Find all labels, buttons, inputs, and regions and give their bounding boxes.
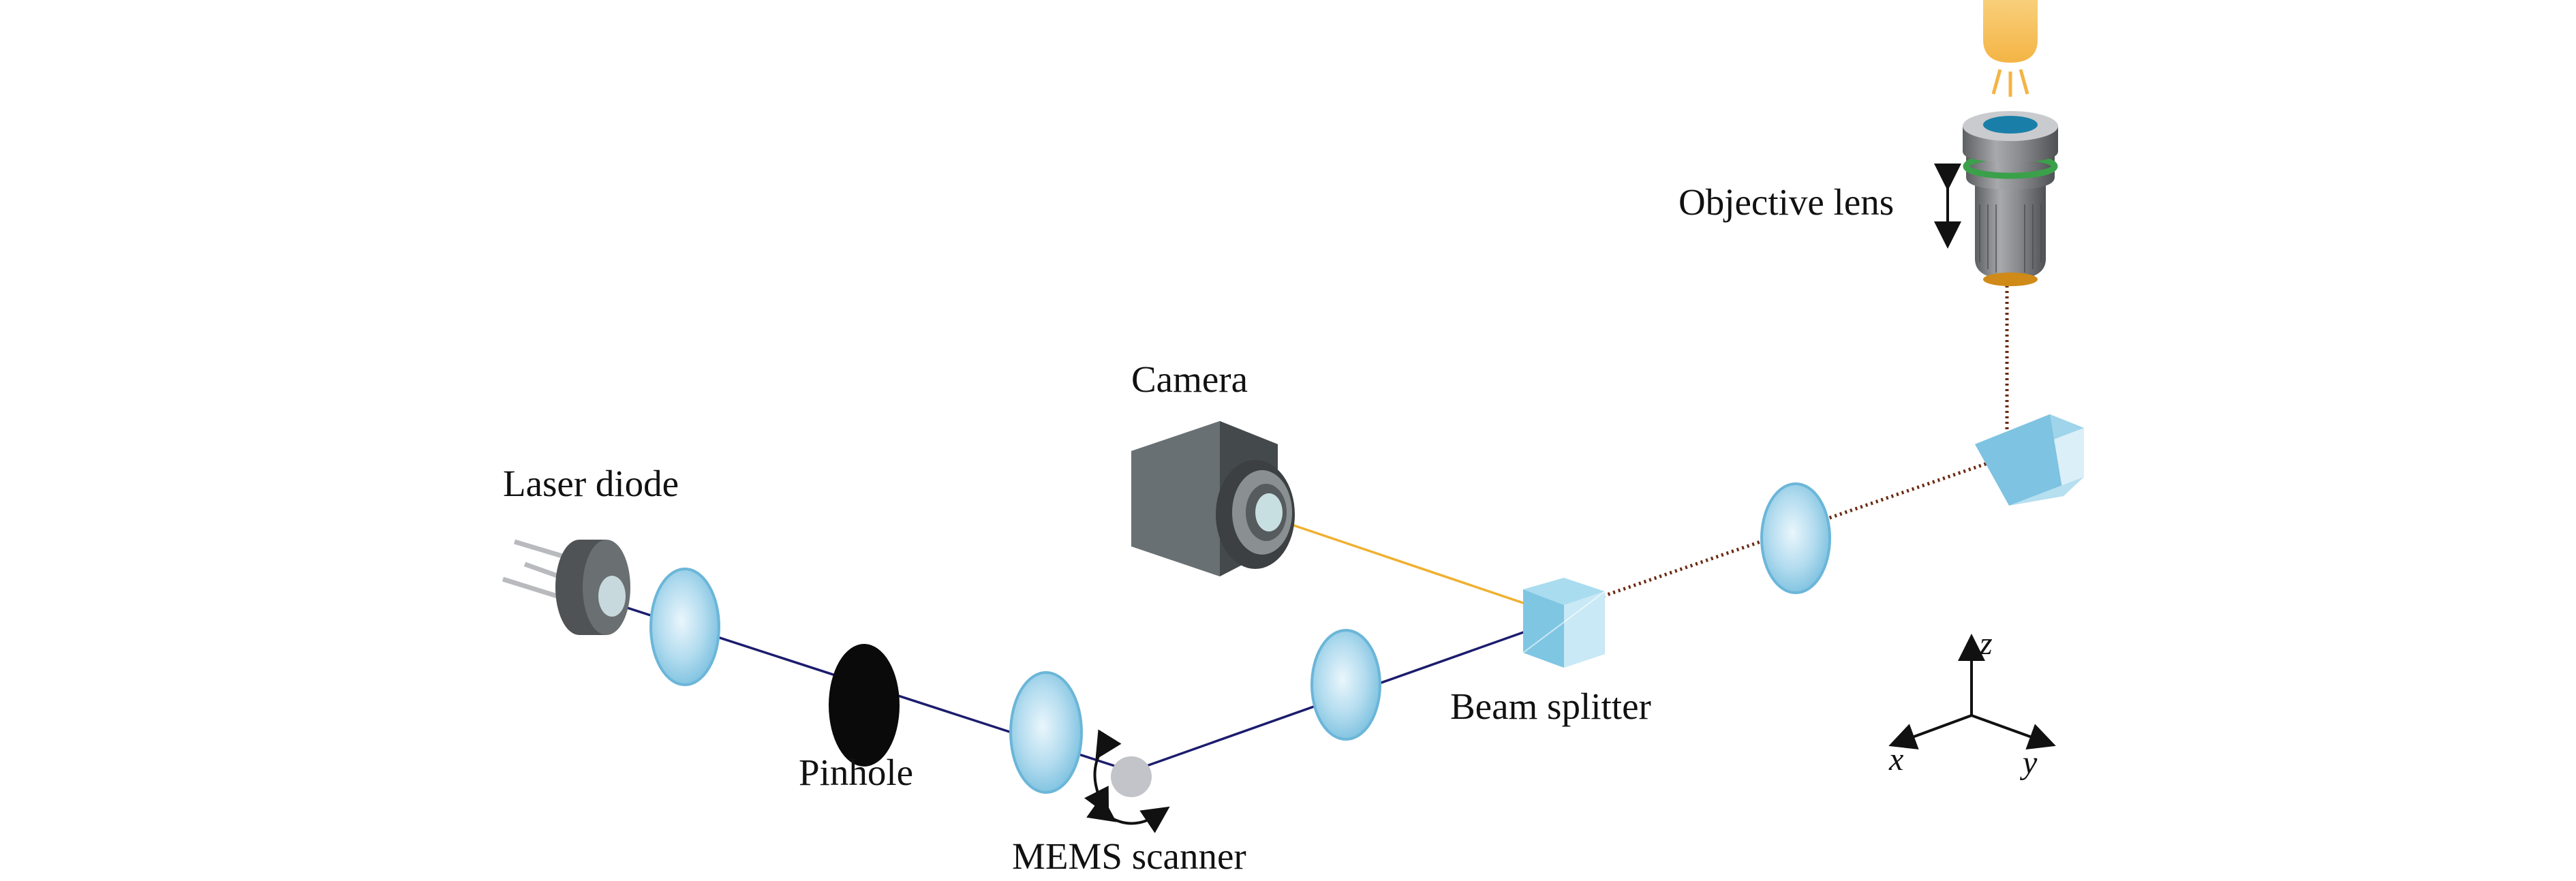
laser-beam-path	[616, 603, 1549, 773]
x-axis	[1888, 714, 1972, 749]
pinhole	[829, 644, 900, 767]
light-source-icon	[1983, 0, 2038, 97]
coordinate-axes: z x y	[1888, 625, 2056, 781]
mems-rotation-arrow-horizontal	[1086, 795, 1170, 833]
beam-splitter-icon	[1522, 578, 1606, 668]
prism-mirror-icon	[1975, 414, 2084, 506]
camera-beam	[1257, 512, 1544, 611]
z-axis-label: z	[1979, 625, 1993, 662]
label-camera: Camera	[1131, 358, 1248, 400]
label-beam-splitter: Beam splitter	[1450, 685, 1651, 727]
lens-tube	[1760, 482, 1831, 594]
mems-scanner-icon	[1084, 729, 1170, 833]
y-axis	[1971, 714, 2056, 750]
label-mems-scanner: MEMS scanner	[1012, 835, 1246, 877]
label-laser-diode: Laser diode	[503, 463, 679, 504]
label-objective-lens: Objective lens	[1678, 181, 1894, 223]
camera-icon	[1131, 421, 1295, 576]
laser-diode-icon	[502, 539, 630, 635]
x-axis-label: x	[1888, 741, 1903, 777]
label-pinhole: Pinhole	[799, 752, 913, 793]
lens-collimator	[649, 568, 720, 686]
mems-rotation-arrow-vertical	[1084, 729, 1122, 816]
lens-relay-1	[1009, 671, 1083, 794]
y-axis-label: y	[2019, 745, 2038, 781]
lens-relay-2	[1310, 629, 1381, 741]
objective-lens-icon	[1963, 111, 2058, 286]
